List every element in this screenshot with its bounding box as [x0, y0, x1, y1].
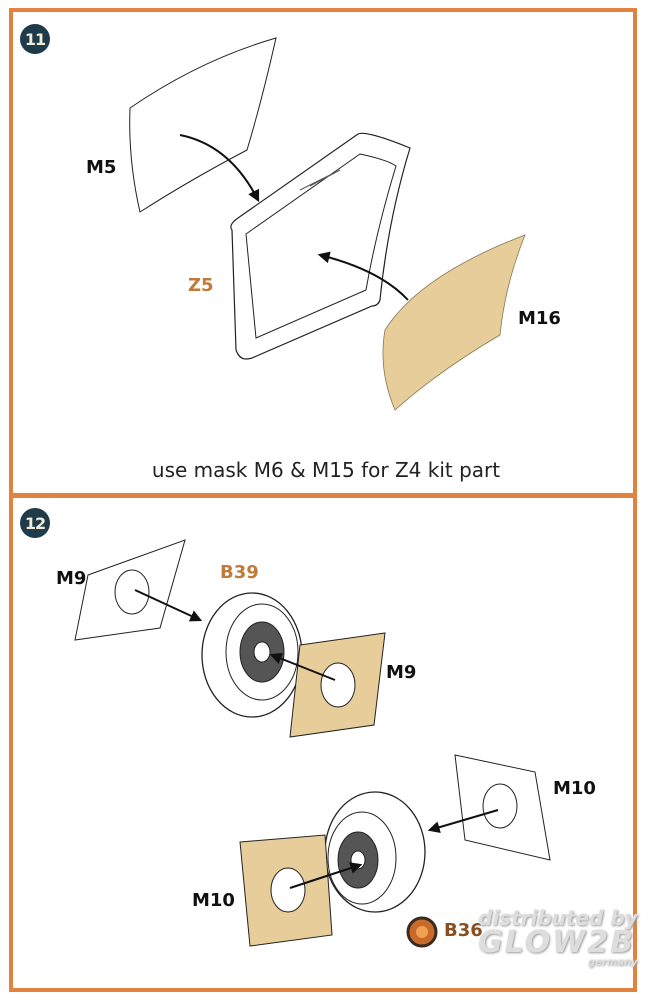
arrow	[317, 251, 409, 301]
watermark-logo: GLOW2B	[478, 925, 636, 960]
step-number-badge: 11	[20, 24, 50, 54]
label-z5: Z5	[188, 275, 214, 296]
label-m10: M10	[192, 890, 235, 911]
label-m16: M16	[518, 308, 561, 329]
label-b39: B39	[220, 562, 259, 583]
label-m10: M10	[553, 778, 596, 799]
step-note: use mask M6 & M15 for Z4 kit part	[151, 458, 501, 482]
part-z5-frame-inner	[245, 153, 397, 339]
arrow	[179, 134, 260, 203]
watermark-line3: germany	[587, 957, 638, 968]
label-m9: M9	[386, 662, 417, 683]
label-b36: B36	[444, 920, 483, 941]
watermark-line1: distributed by	[478, 906, 638, 930]
mask-m16	[382, 234, 526, 411]
step-number-badge: 12	[20, 508, 50, 538]
label-m9: M9	[56, 568, 87, 589]
distributor-watermark: distributed by GLOW2B germany	[478, 908, 638, 968]
step-12-panel	[9, 494, 637, 992]
mask-m5	[129, 37, 277, 213]
label-m5: M5	[86, 157, 117, 178]
